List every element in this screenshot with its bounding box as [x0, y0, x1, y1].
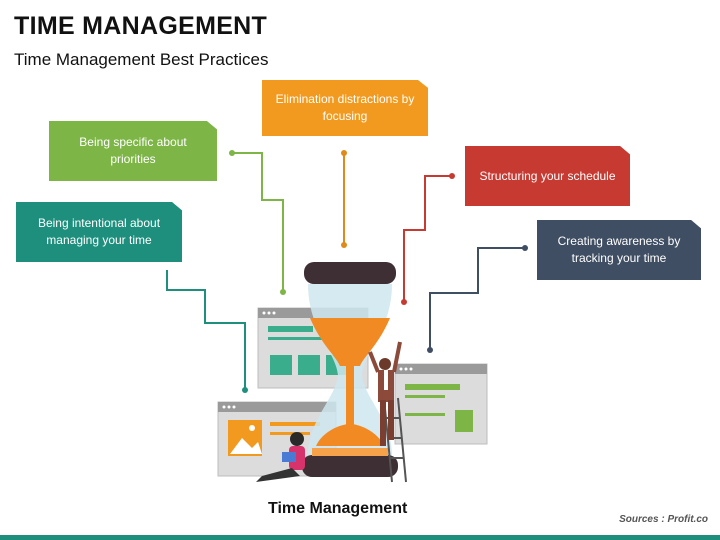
source-credit: Sources : Profit.co: [619, 514, 708, 525]
practice-label: Being specific about priorities: [79, 135, 187, 166]
footer-bar: [0, 535, 720, 540]
practice-label: Structuring your schedule: [479, 168, 616, 183]
page-title: TIME MANAGEMENT: [14, 12, 268, 40]
practice-box-elimination: Elimination distractions by focusing: [262, 80, 428, 136]
practice-label: Elimination distractions by focusing: [275, 92, 415, 123]
practice-box-intentional: Being intentional about managing your ti…: [16, 202, 182, 262]
connector-structuring: [403, 175, 452, 300]
person-reading-icon: [256, 432, 305, 482]
person-ladder-icon: [368, 341, 407, 483]
diagram-caption: Time Management: [268, 500, 408, 517]
browser-window-icon: [394, 363, 488, 445]
connector-specific: [232, 152, 284, 290]
connector-intentional: [166, 270, 246, 390]
practice-label: Being intentional about managing your ti…: [37, 216, 161, 247]
practice-box-specific: Being specific about priorities: [49, 121, 217, 181]
connector-awareness: [429, 247, 525, 350]
hourglass-icon: [302, 262, 398, 477]
practice-box-structuring: Structuring your schedule: [465, 146, 630, 206]
page-subtitle: Time Management Best Practices: [14, 50, 269, 69]
practice-box-awareness: Creating awareness by tracking your time: [537, 220, 701, 280]
practice-label: Creating awareness by tracking your time: [557, 234, 681, 265]
